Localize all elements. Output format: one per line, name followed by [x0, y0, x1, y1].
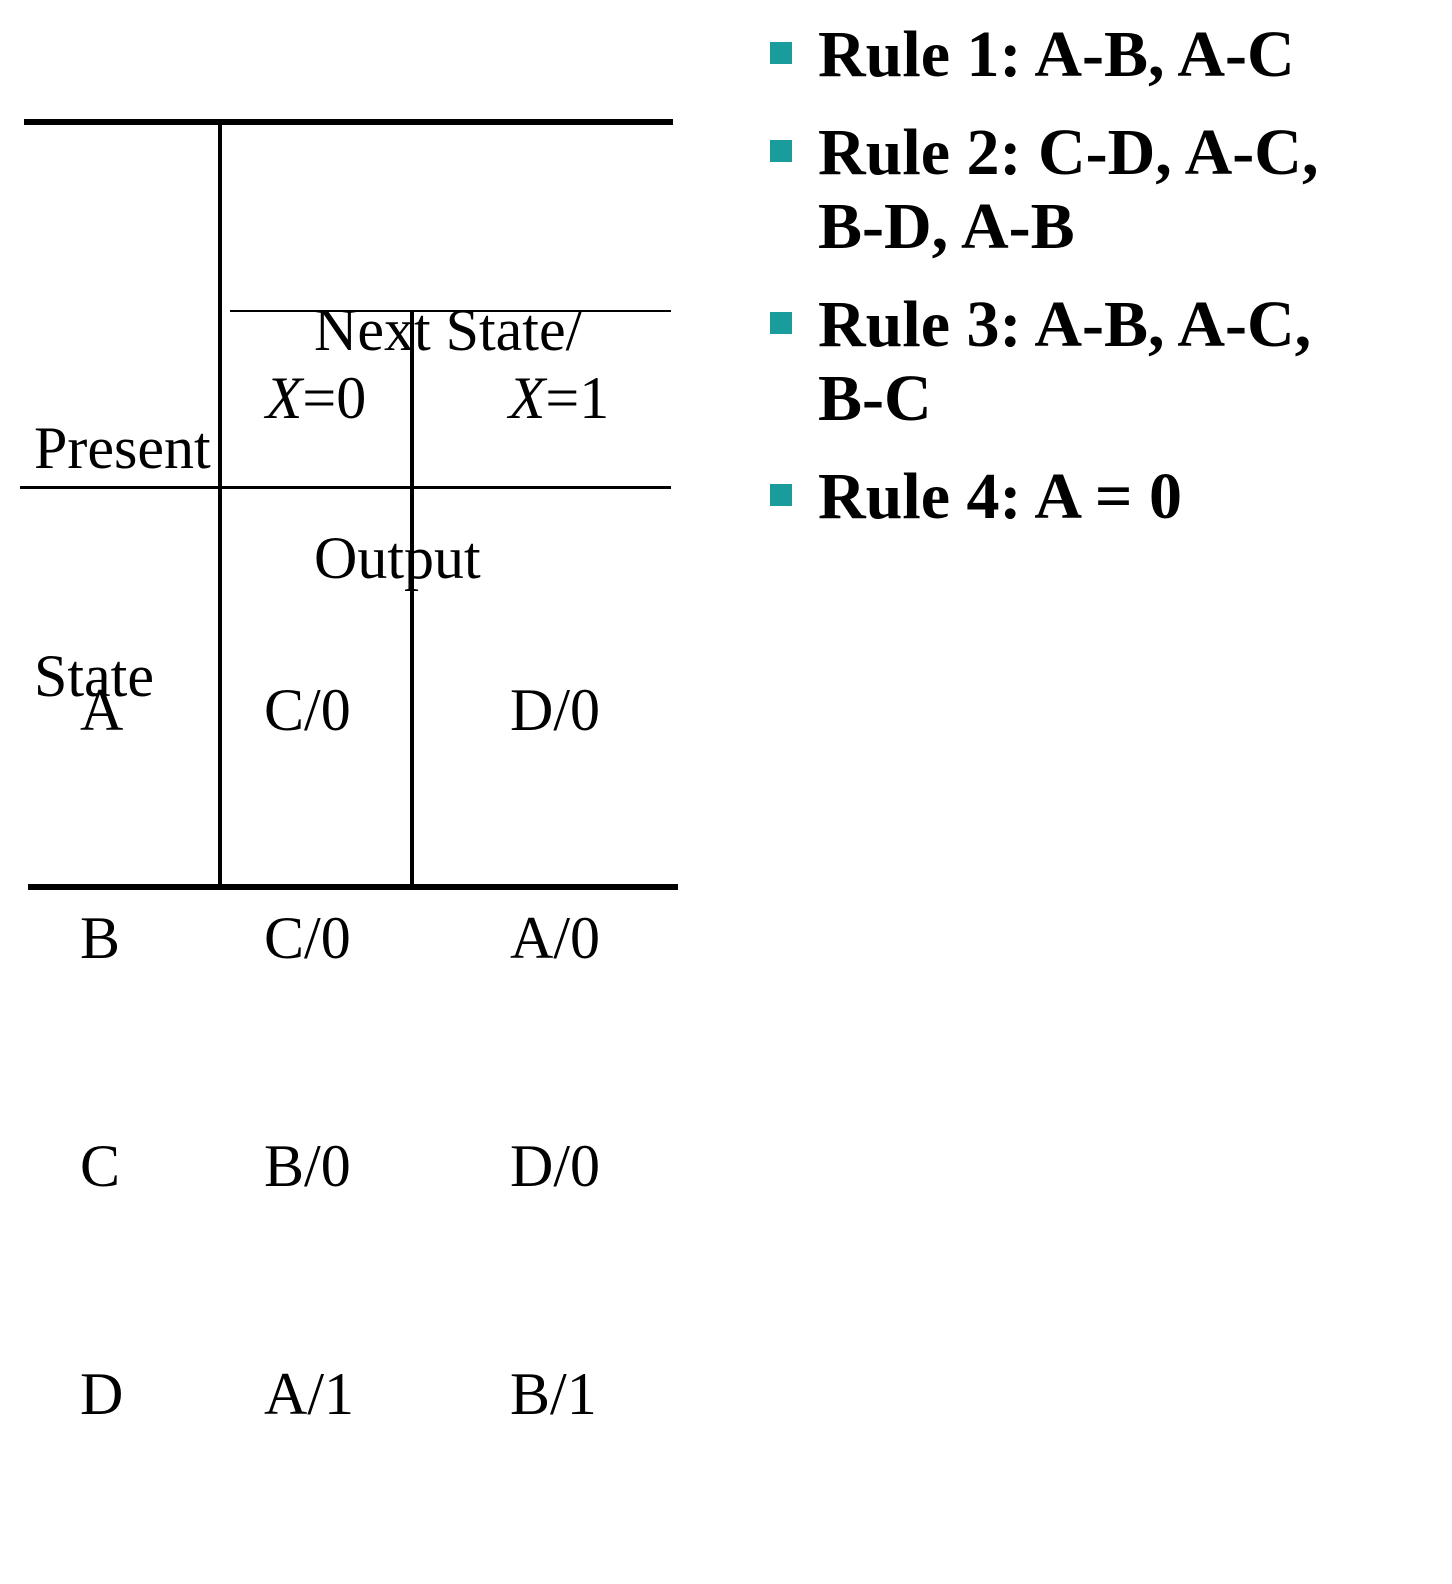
col-header-x0-value: =0	[302, 365, 367, 431]
table-cell-x0: B/0	[264, 1133, 351, 1199]
table-cell-x0: C/0	[264, 905, 351, 971]
rule-item-2: Rule 2: C-D, A-C, B-D, A-B	[770, 116, 1430, 264]
table-cell-x1: A/0	[510, 905, 600, 971]
square-bullet-icon	[770, 140, 792, 162]
table-row-state: B	[80, 905, 121, 971]
col-header-x1-value: =1	[545, 365, 610, 431]
col-header-x1: X=1	[414, 360, 704, 436]
col-header-x0-var: X	[265, 365, 303, 431]
table-cell-x1: D/0	[510, 677, 600, 743]
rule-1-text: Rule 1: A-B, A-C	[818, 18, 1295, 91]
table-row-state: C	[80, 1133, 121, 1199]
header-present-line1: Present	[34, 415, 211, 481]
rule-2-text-line1: Rule 2: C-D, A-C,	[818, 116, 1319, 189]
square-bullet-icon	[770, 42, 792, 64]
rules-list: Rule 1: A-B, A-C Rule 2: C-D, A-C, B-D, …	[770, 18, 1430, 558]
rule-item-4: Rule 4: A = 0	[770, 460, 1430, 534]
table-top-rule	[24, 119, 673, 125]
table-cell-x0: A/1	[264, 1361, 354, 1427]
square-bullet-icon	[770, 312, 792, 334]
rule-item-3: Rule 3: A-B, A-C, B-C	[770, 288, 1430, 436]
table-row-state: A	[80, 677, 124, 743]
col-header-x1-var: X	[508, 365, 546, 431]
header-present-state: Present State	[34, 258, 211, 866]
header-next-line1: Next State/	[314, 297, 583, 363]
rule-3-text-line1: Rule 3: A-B, A-C,	[818, 288, 1312, 361]
header-next-state-output: Next State/ Output	[314, 140, 582, 748]
present-state-column: A B C D	[80, 520, 140, 1584]
x1-column: D/0 A/0 D/0 B/1	[510, 520, 600, 1584]
table-vertical-divider-2	[410, 312, 414, 888]
table-cell-x1: D/0	[510, 1133, 600, 1199]
rule-3-text-line2: B-C	[818, 362, 932, 435]
table-cell-x1: B/1	[510, 1361, 597, 1427]
table-row-state: D	[80, 1361, 124, 1427]
table-bottom-rule	[28, 884, 678, 890]
col-header-x0: X=0	[222, 360, 410, 436]
header-present-line2: State	[34, 643, 154, 709]
rule-4-text: Rule 4: A = 0	[818, 460, 1182, 533]
header-next-line2: Output	[314, 525, 481, 591]
rule-item-1: Rule 1: A-B, A-C	[770, 18, 1430, 92]
table-header-sub-rule	[230, 310, 671, 312]
table-cell-x0: C/0	[264, 677, 351, 743]
square-bullet-icon	[770, 484, 792, 506]
table-vertical-divider-1	[218, 122, 222, 888]
rule-2-text-line2: B-D, A-B	[818, 190, 1075, 263]
table-header-bottom-rule	[20, 486, 671, 489]
x0-column: C/0 C/0 B/0 A/1	[264, 520, 354, 1584]
